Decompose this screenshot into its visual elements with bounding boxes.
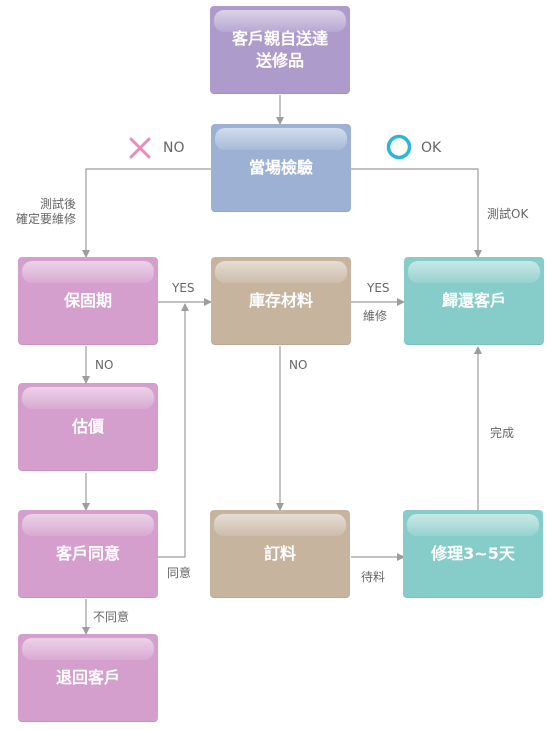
x-mark-icon bbox=[129, 137, 151, 159]
label-agree-small: 同意 bbox=[167, 566, 192, 580]
arrow-inspect-to-warranty bbox=[82, 168, 211, 258]
arrow-inspect-to-return bbox=[351, 168, 482, 258]
node-repair: 修理3~5天 bbox=[403, 510, 543, 598]
node-stock-label: 庫存材料 bbox=[248, 291, 313, 310]
node-inspect-label: 當場檢驗 bbox=[248, 158, 313, 177]
label-test-ok: 測試OK bbox=[487, 207, 529, 221]
label-no-warranty: NO bbox=[95, 358, 114, 372]
node-stock: 庫存材料 bbox=[211, 257, 351, 345]
label-yes-stock: YES bbox=[367, 281, 390, 295]
node-estimate-label: 估價 bbox=[71, 417, 104, 436]
circle-mark-icon bbox=[386, 134, 412, 160]
node-refund-label: 退回客戶 bbox=[55, 668, 120, 687]
label-disagree: 不同意 bbox=[93, 610, 130, 624]
node-start: 客戶親自送達 送修品 bbox=[210, 6, 350, 94]
node-refund: 退回客戶 bbox=[18, 634, 158, 722]
node-warranty-label: 保固期 bbox=[63, 291, 112, 310]
node-repair-label: 修理3~5天 bbox=[431, 544, 515, 563]
label-wait: 待料 bbox=[361, 570, 386, 584]
node-estimate: 估價 bbox=[18, 383, 158, 471]
label-repair-small: 維修 bbox=[363, 309, 388, 323]
node-order-label: 訂料 bbox=[263, 544, 296, 563]
node-warranty: 保固期 bbox=[18, 257, 158, 345]
node-return-customer: 歸還客戶 bbox=[404, 257, 544, 345]
node-agree-label: 客戶同意 bbox=[55, 544, 120, 563]
label-done: 完成 bbox=[490, 426, 515, 440]
node-inspect: 當場檢驗 bbox=[211, 124, 351, 212]
label-test-repair: 測試後 確定要維修 bbox=[15, 197, 76, 226]
label-no-top: NO bbox=[163, 140, 185, 156]
label-yes-warranty: YES bbox=[172, 281, 195, 295]
arrow-agree-to-stock bbox=[158, 303, 189, 558]
label-no-stock: NO bbox=[289, 358, 308, 372]
node-return-customer-label: 歸還客戶 bbox=[441, 291, 506, 310]
node-order: 訂料 bbox=[210, 510, 350, 598]
node-agree: 客戶同意 bbox=[18, 510, 158, 598]
node-start-label: 客戶親自送達 送修品 bbox=[231, 29, 328, 70]
label-ok-top: OK bbox=[421, 140, 442, 156]
